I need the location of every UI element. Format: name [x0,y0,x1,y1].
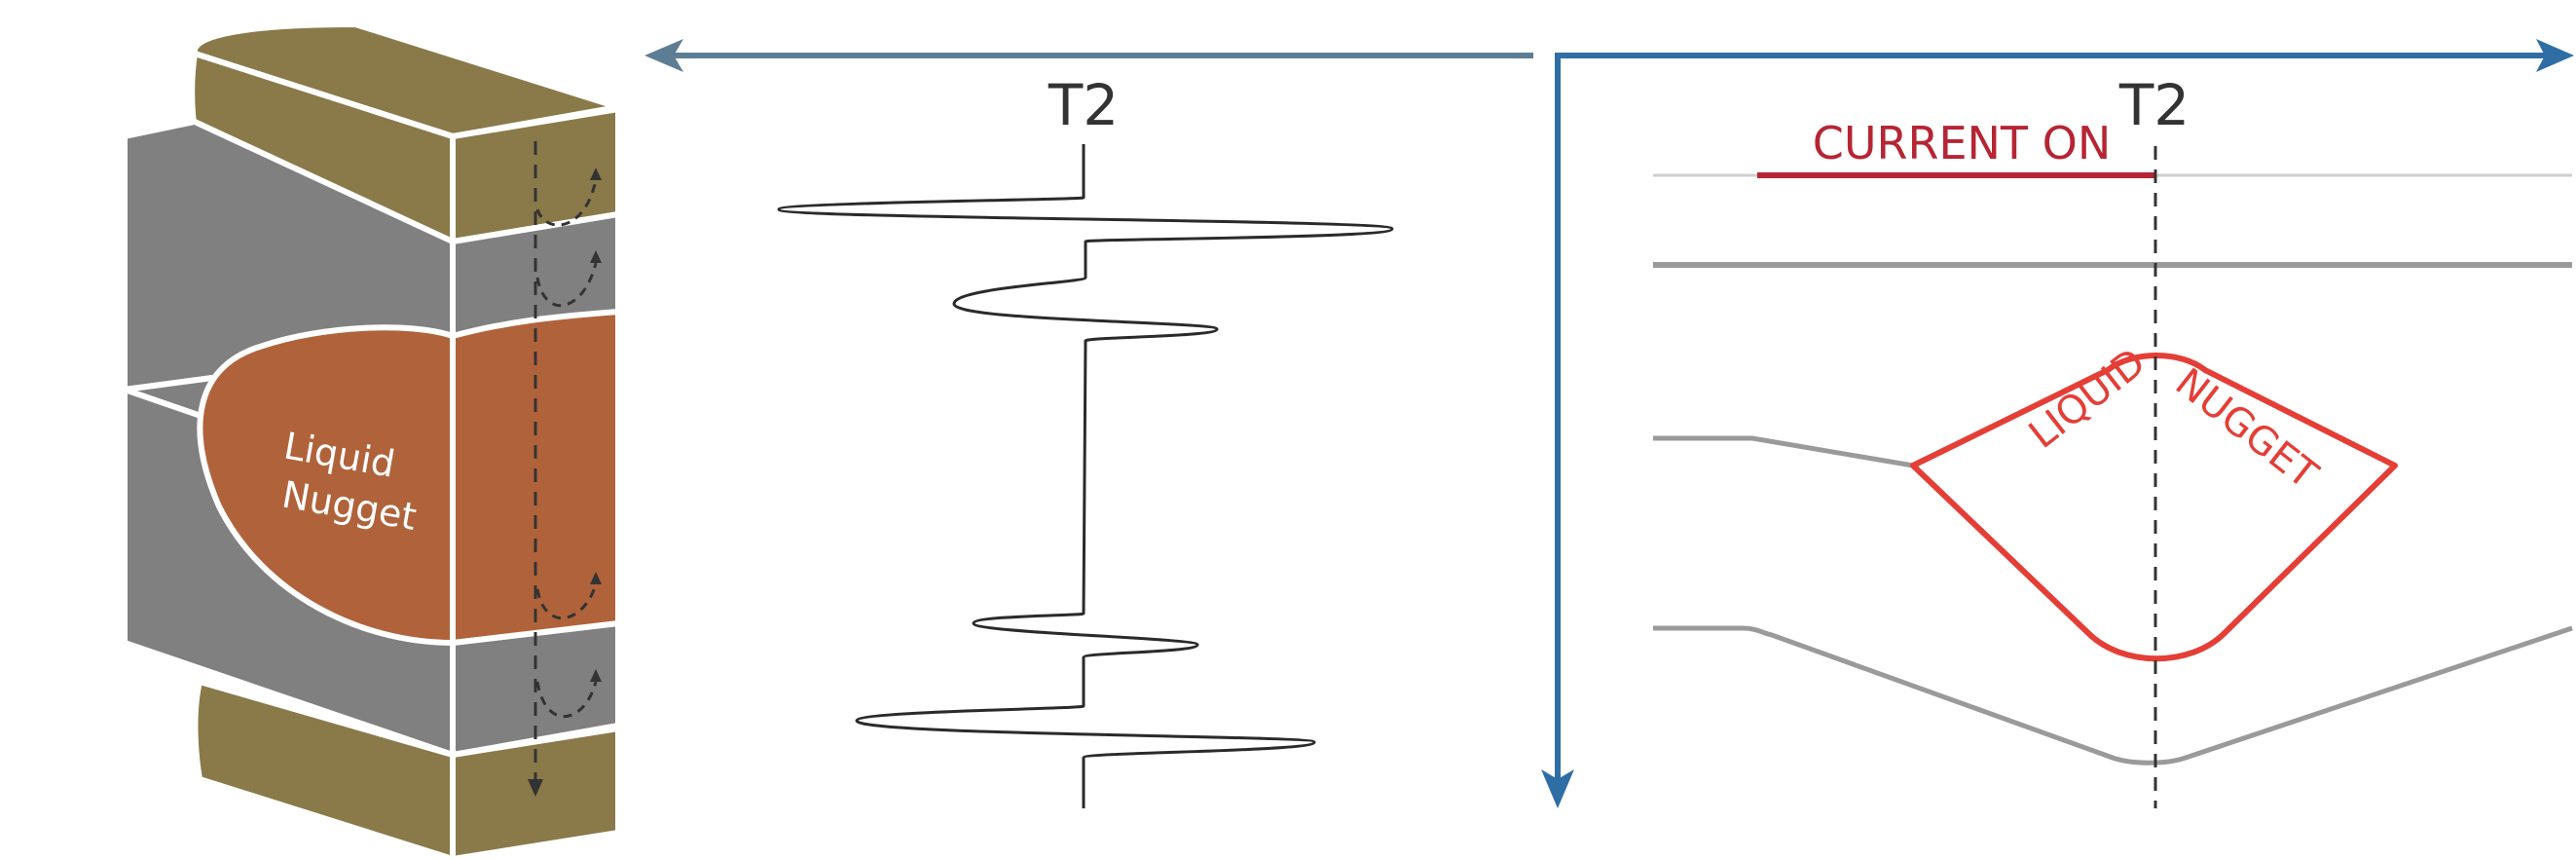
bottom-sheet-front [192,678,456,859]
current-on-label: CURRENT ON [1813,117,2112,169]
top-electrode-cap [191,20,619,140]
liquid-nugget-outline [1910,353,2398,662]
left-pointing-arrowhead [644,39,683,72]
t2-right-label: T2 [2118,72,2190,138]
current-path-arrowhead [528,779,543,797]
t2-center-label: T2 [1048,72,1119,138]
horizontal-axis-arrowhead [2536,39,2574,72]
plate-seam [124,387,210,422]
nugget-right-word2: NUGGET [2167,360,2326,499]
nugget-right-word1: LIQUID [2021,340,2154,458]
upper-interface-profile [1653,435,1914,468]
flux-arrows [535,179,598,719]
vertical-axis-arrowhead [1541,769,1574,808]
lower-interface-profile [1653,625,2573,766]
right-profile-panel: T2 CURRENT ON LIQUID NUGGET [1541,39,2574,808]
center-signal-panel: T2 [644,39,1533,808]
liquid-nugget-shape [197,308,621,647]
t2-oscillation-trace [777,144,1394,808]
flux-arrowheads [590,168,602,682]
weld-stack-illustration: Liquid Nugget [122,20,621,859]
